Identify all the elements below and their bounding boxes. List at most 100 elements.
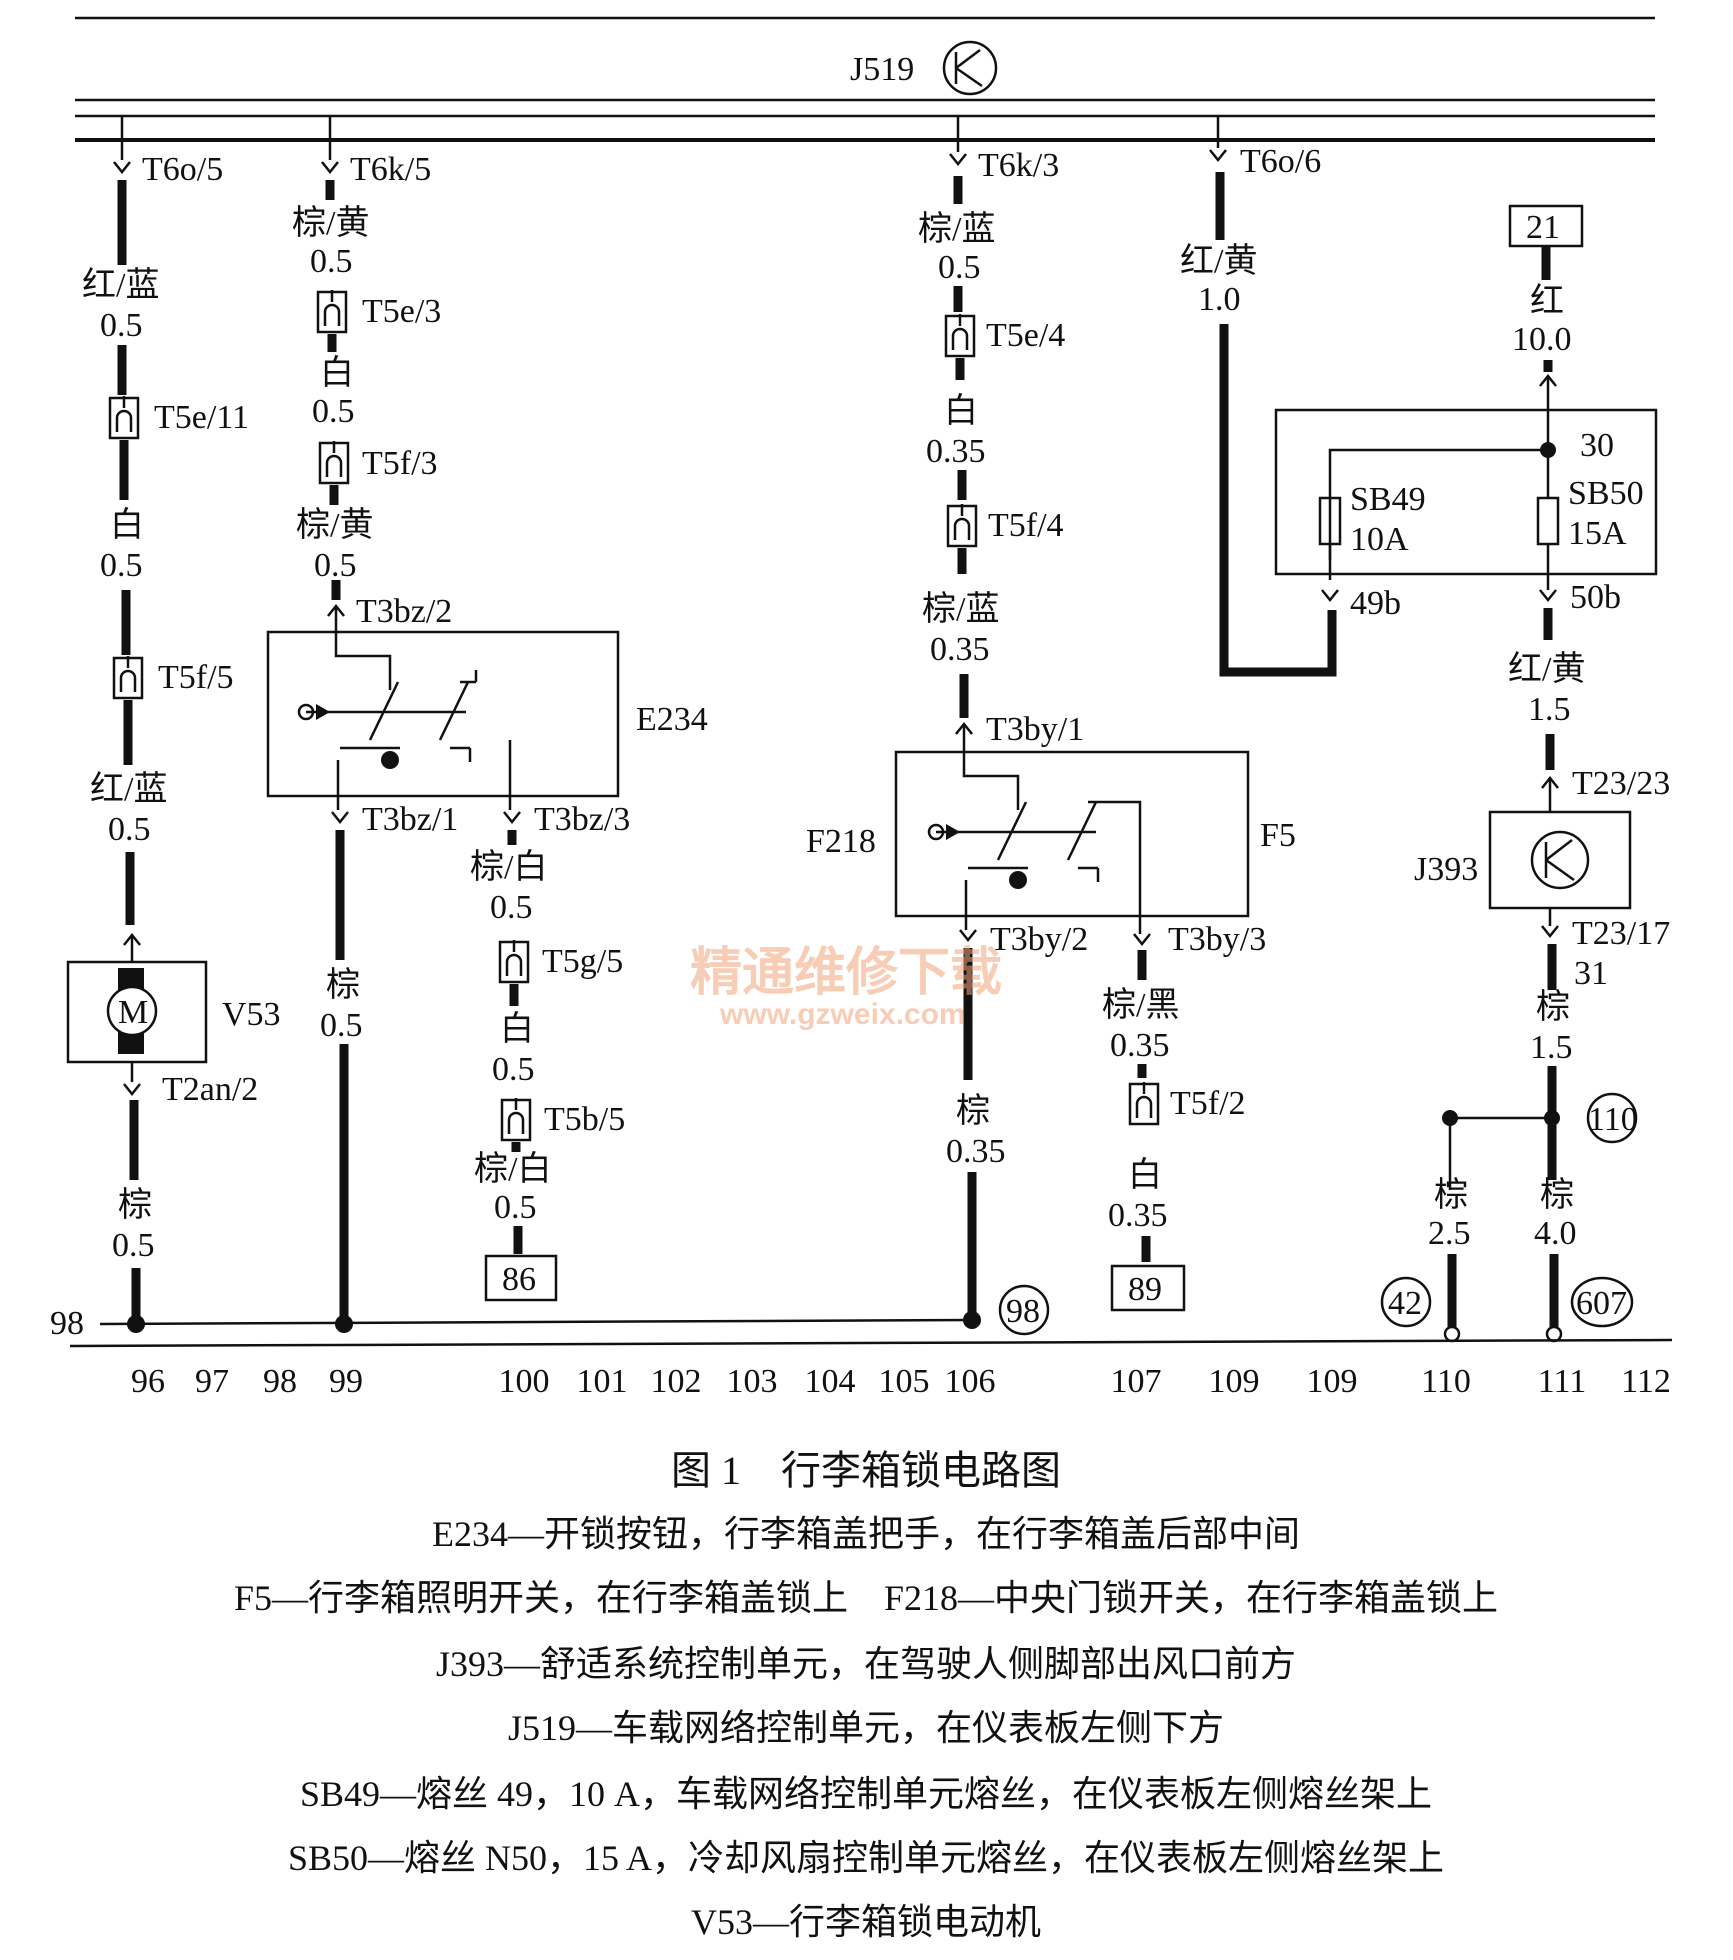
wire-size: 0.5: [320, 1007, 363, 1044]
ref-89: 89: [1128, 1271, 1162, 1308]
caption: 图 1 行李箱锁电路图 E234—开锁按钮，行李箱盖把手，在行李箱盖后部中间 F…: [234, 1448, 1498, 1942]
wire-color: 棕: [1434, 1176, 1468, 1214]
fuse-sb49: SB49: [1350, 481, 1426, 518]
watermark-url: www.gzweix.com: [719, 998, 966, 1031]
pin-t6o-5: T6o/5: [142, 151, 223, 188]
wire-color: 棕/蓝: [918, 210, 995, 248]
scale-number: 109: [1307, 1363, 1358, 1400]
wire-color: 白: [320, 354, 354, 392]
wire-size: 0.5: [314, 547, 357, 584]
wire-size: 2.5: [1428, 1215, 1471, 1252]
ground-rail-label: 98: [50, 1305, 84, 1342]
wire-color: 红/蓝: [90, 770, 167, 808]
ground-ref-98: 98: [1006, 1293, 1040, 1330]
wire-color: 棕: [1536, 988, 1570, 1026]
wire-color: 棕: [1540, 1176, 1574, 1214]
wire-color: 棕/黄: [296, 506, 373, 544]
wire-size: 0.5: [494, 1189, 537, 1226]
scale-number: 101: [577, 1363, 628, 1400]
scale-number: 110: [1421, 1363, 1471, 1400]
circuit-e234: T6k/5 棕/黄 0.5 T5e/3 白 0.5 T5f/3 棕/黄 0.5 …: [266, 116, 708, 1333]
pin-t6k-3: T6k/3: [978, 147, 1059, 184]
wire-color: 红/黄: [1508, 650, 1585, 688]
fuse-sb50: SB50: [1568, 475, 1644, 512]
f218-f5-switch-box: [894, 750, 1250, 918]
wire-color: 棕: [118, 1186, 152, 1224]
fuse-sb50-icon: [1536, 496, 1560, 546]
e234-switch-box: [266, 630, 620, 798]
pin-t3by-2: T3by/2: [990, 921, 1088, 958]
connector-t5g-5: T5g/5: [542, 943, 623, 980]
ground-ref-607: 607: [1576, 1285, 1627, 1322]
wire-size: 4.0: [1534, 1215, 1577, 1252]
scale-number: 100: [499, 1363, 550, 1400]
connector-t5b-5: T5b/5: [544, 1101, 625, 1138]
wire-size: 0.5: [492, 1051, 535, 1088]
wire-size: 1.0: [1198, 281, 1241, 318]
wire-color: 棕/白: [474, 1150, 551, 1188]
caption-line: J519—车载网络控制单元，在仪表板左侧下方: [508, 1708, 1224, 1748]
connector-t5f-5: T5f/5: [158, 659, 234, 696]
circuit-j393: 21 红 10.0 30 SB49 10A SB50 15A 49b 50b 红…: [1274, 204, 1670, 1343]
pin-t3bz-1: T3bz/1: [362, 801, 458, 838]
terminal-49b: 49b: [1350, 585, 1401, 622]
wire-size: 0.35: [1108, 1197, 1168, 1234]
ground-point-110: 110: [1588, 1101, 1638, 1138]
connector-t5f-4: T5f/4: [988, 507, 1064, 544]
terminal-30: 30: [1580, 427, 1614, 464]
wire-size: 0.5: [312, 393, 355, 430]
ref-21: 21: [1526, 209, 1560, 246]
watermark-text: 精通维修下载: [690, 944, 1002, 1002]
caption-line: SB50—熔丝 N50，15 A，冷却风扇控制单元熔丝，在仪表板左侧熔丝架上: [288, 1838, 1444, 1878]
connector-t5e-4: T5e/4: [986, 317, 1065, 354]
connector-t5f-2: T5f/2: [1170, 1085, 1246, 1122]
caption-line: J393—舒适系统控制单元，在驾驶人侧脚部出风口前方: [436, 1644, 1296, 1684]
wire-color: 棕: [956, 1092, 990, 1130]
pin-t6k-5: T6k/5: [350, 151, 431, 188]
v53-motor-box: [66, 960, 208, 1064]
scale-number: 98: [263, 1363, 297, 1400]
terminal-31: 31: [1574, 955, 1608, 992]
connector-t5e-11: T5e/11: [154, 399, 249, 436]
scale-number: 99: [329, 1363, 363, 1400]
scale-number: 103: [727, 1363, 778, 1400]
j393-box: [1488, 810, 1632, 910]
component-v53: V53: [222, 996, 281, 1033]
connector-t5f-3: T5f/3: [362, 445, 438, 482]
scale-number: 111: [1538, 1363, 1586, 1400]
wire-color: 白: [944, 392, 978, 430]
fuse-sb50-rating: 15A: [1568, 515, 1627, 552]
wire-size: 0.35: [926, 433, 986, 470]
wire-color: 红/蓝: [82, 266, 159, 304]
caption-line: SB49—熔丝 49，10 A，车载网络控制单元熔丝，在仪表板左侧熔丝架上: [300, 1774, 1432, 1814]
wire-color: 棕: [326, 966, 360, 1004]
wire-color: 棕/白: [470, 848, 547, 886]
motor-symbol: M: [118, 994, 148, 1031]
caption-line: E234—开锁按钮，行李箱盖把手，在行李箱盖后部中间: [432, 1514, 1300, 1554]
ref-86: 86: [502, 1261, 536, 1298]
wire-size: 0.5: [108, 811, 151, 848]
watermark: 精通维修下载 www.gzweix.com: [690, 944, 1002, 1031]
connector-t5e-3: T5e/3: [362, 293, 441, 330]
scale-number: 105: [879, 1363, 930, 1400]
caption-line: F5—行李箱照明开关，在行李箱盖锁上 F218—中央门锁开关，在行李箱盖锁上: [234, 1578, 1498, 1618]
pin-t3by-3: T3by/3: [1168, 921, 1266, 958]
component-e234: E234: [636, 701, 708, 738]
j519-label: J519: [850, 51, 914, 88]
switch-icon: [297, 606, 478, 769]
switch-icon: [927, 724, 1142, 900]
pin-t23-23: T23/23: [1572, 765, 1670, 802]
wire-color: 红: [1530, 282, 1564, 320]
scale-number: 104: [805, 1363, 856, 1400]
wire-color: 棕/黄: [292, 204, 369, 242]
wire-size: 0.5: [490, 889, 533, 926]
wire-size: 1.5: [1530, 1029, 1573, 1066]
caption-line: V53—行李箱锁电动机: [691, 1902, 1041, 1942]
component-f218: F218: [806, 823, 876, 860]
wire-size: 0.5: [100, 307, 143, 344]
component-f5: F5: [1260, 817, 1296, 854]
scale-number: 112: [1621, 1363, 1671, 1400]
scale-number: 97: [195, 1363, 229, 1400]
